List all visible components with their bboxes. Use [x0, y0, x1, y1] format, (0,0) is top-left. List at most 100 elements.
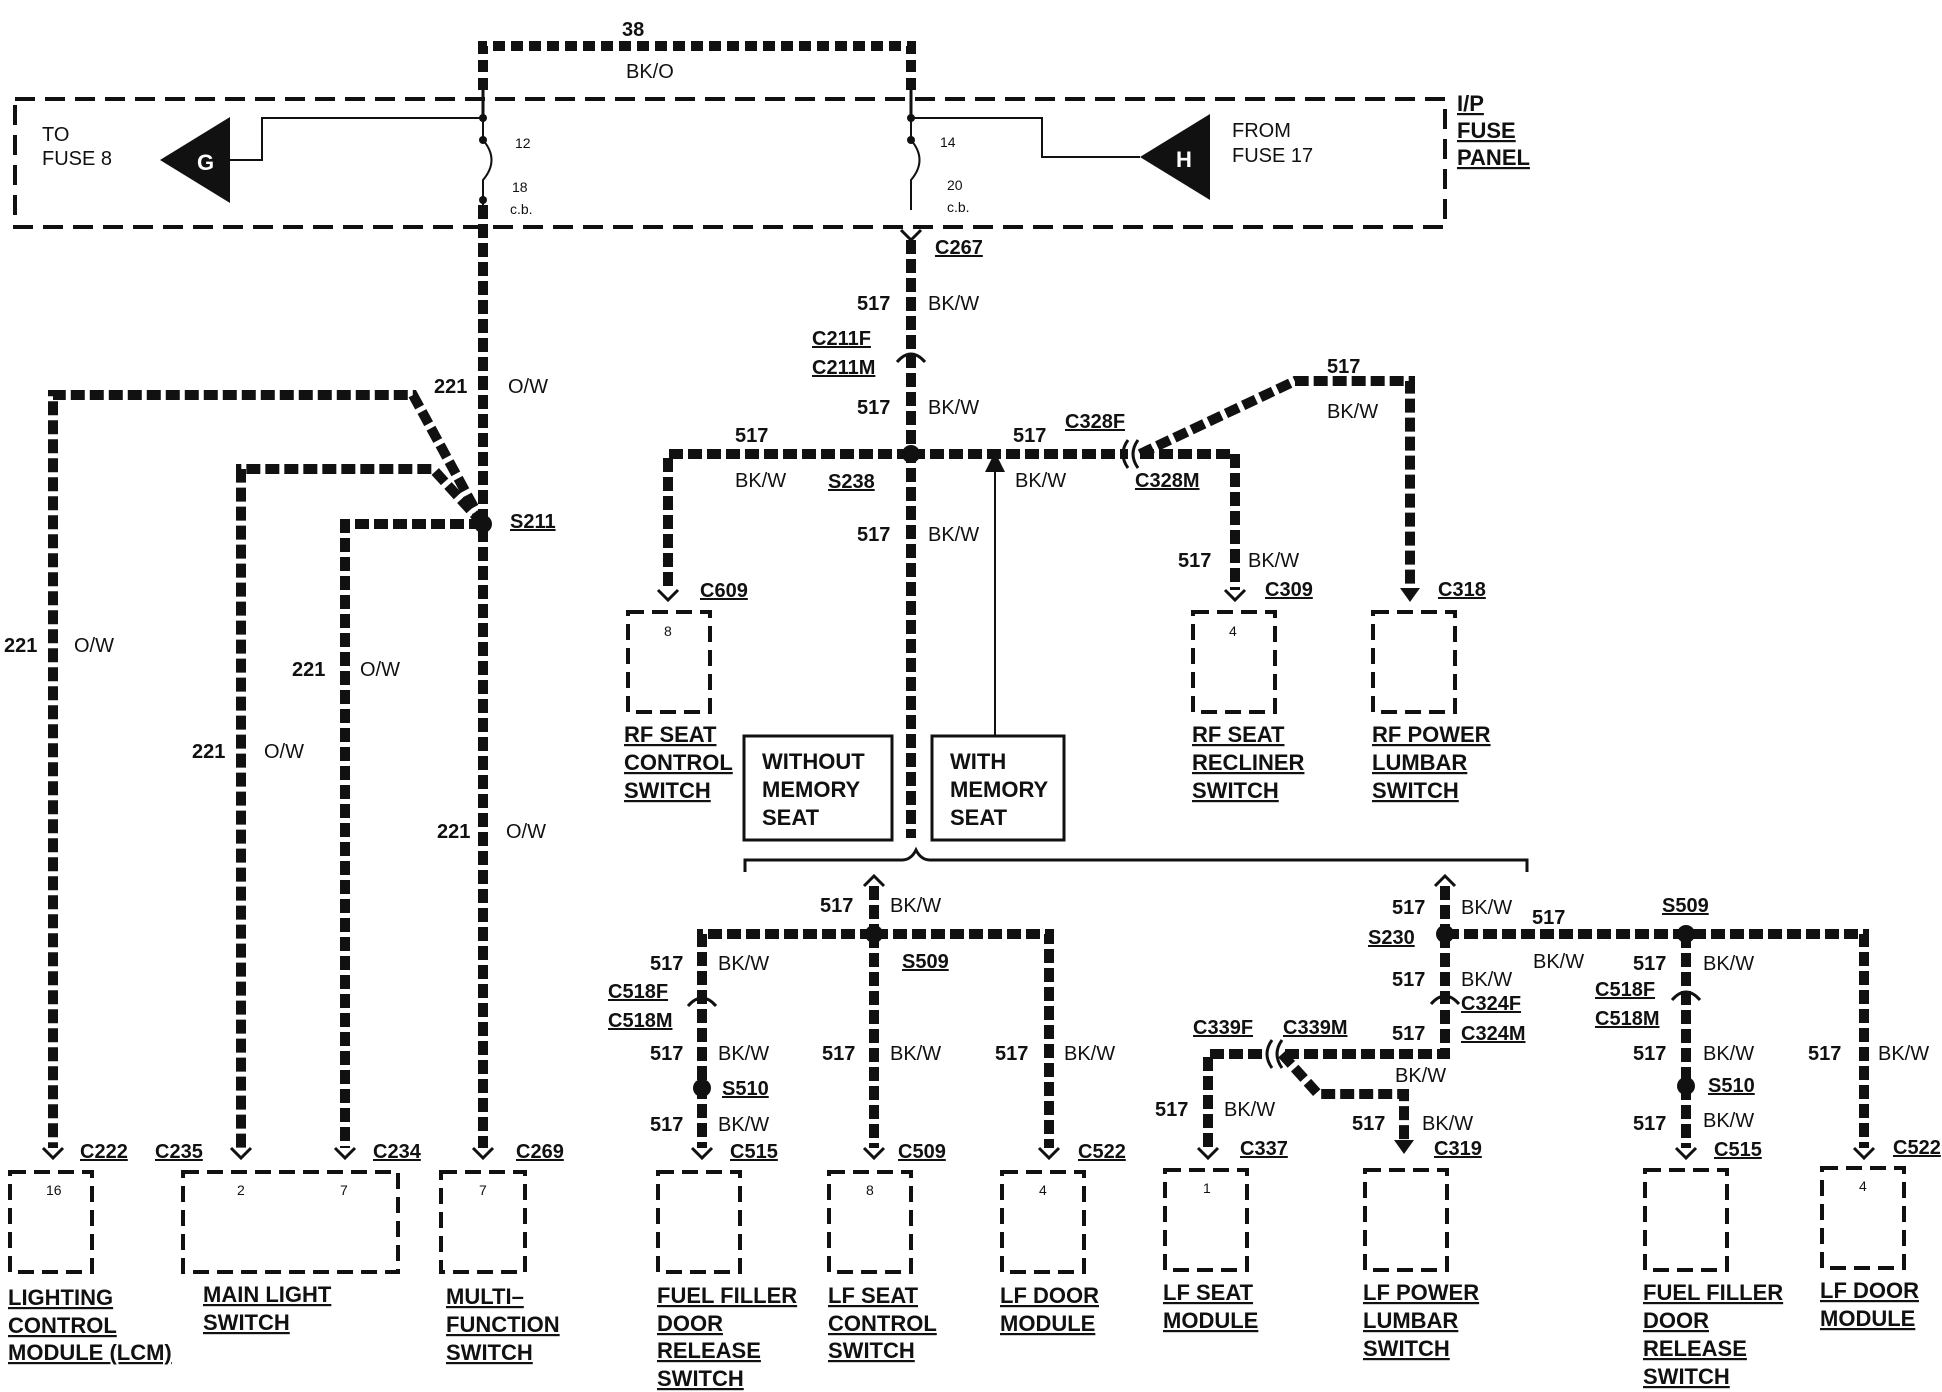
bl-lfc-caption-1: LF SEAT — [828, 1283, 919, 1308]
connector-bl-c518-icon — [686, 996, 718, 1008]
connector-g-tag: G — [197, 150, 214, 175]
wire-br-to-c339 — [1282, 1010, 1450, 1059]
bl-lfc-caption-3: SWITCH — [828, 1338, 915, 1363]
circuit-breaker-right-icon — [910, 118, 921, 210]
rf-lum-caption-3: SWITCH — [1372, 778, 1459, 803]
wire-left-color: BK/W — [735, 470, 786, 492]
pin-mf: 7 — [479, 1182, 487, 1198]
br-ff3-num: 517 — [1633, 1113, 1666, 1135]
wire-221-main-light-a — [236, 464, 487, 1148]
wire-main-num: 221 — [434, 376, 467, 398]
rf-lum-caption-1: RF POWER — [1372, 722, 1491, 747]
wire-br-c337 — [1203, 1049, 1262, 1148]
splice-s238-label: S238 — [828, 471, 875, 493]
connector-br-c339-icon — [1265, 1039, 1284, 1069]
pin-ml-1: 2 — [237, 1182, 245, 1198]
wire-38-num: 38 — [622, 19, 644, 41]
arrow-c309-icon — [1223, 588, 1247, 603]
br-c319-label: C319 — [1434, 1138, 1482, 1160]
wire-b-color: O/W — [360, 659, 400, 681]
wire-rec-color: BK/W — [1248, 550, 1299, 572]
bl-r-color: BK/W — [1064, 1043, 1115, 1065]
without-memory-3: SEAT — [762, 805, 820, 830]
br-top-num: 517 — [1392, 897, 1425, 919]
arrow-br-c319-icon — [1394, 1140, 1414, 1154]
splice-bl-s510 — [693, 1079, 711, 1097]
wire-rec-num: 517 — [1178, 550, 1211, 572]
from-fuse-label-1: FROM — [1232, 120, 1291, 142]
without-memory-box — [742, 734, 894, 842]
rf-ctrl-caption-2: CONTROL — [624, 750, 733, 775]
bl-c518m-label: C518M — [608, 1010, 672, 1032]
cb-left: c.b. — [510, 201, 533, 217]
conn-c235-label: C235 — [155, 1141, 203, 1163]
br-337-color: BK/W — [1224, 1099, 1275, 1121]
splice-br-s510 — [1677, 1077, 1695, 1095]
br-lfl-caption-1: LF POWER — [1363, 1280, 1479, 1305]
wire-right-num: 517 — [1013, 425, 1046, 447]
br-c339f-label: C339F — [1193, 1017, 1253, 1039]
fuse-panel: I/P FUSE PANEL G TO FUSE 8 H FROM FUSE 1… — [13, 91, 1530, 229]
bl-l2-num: 517 — [650, 1043, 683, 1065]
br-lfd-box — [1820, 1166, 1906, 1270]
left-section: S211 221 O/W 221 O/W 221 O/W 221 O/W 221… — [4, 205, 564, 1365]
wire-d-num: 221 — [437, 821, 470, 843]
br-lfs-caption-1: LF SEAT — [1163, 1280, 1254, 1305]
br-ff-color: BK/W — [1703, 953, 1754, 975]
connector-br-c324-icon — [1429, 994, 1461, 1006]
connector-c328-icon — [1121, 439, 1140, 469]
br-ff-num: 517 — [1633, 953, 1666, 975]
arrow-bl-c515-icon — [690, 1146, 714, 1161]
wire-38-bko — [478, 41, 916, 90]
wire-bl-right — [874, 929, 1054, 1148]
wire-c-num: 221 — [192, 741, 225, 763]
multifunction-caption-2: FUNCTION — [446, 1312, 560, 1337]
br-d-color: BK/W — [1461, 969, 1512, 991]
multifunction-box — [439, 1170, 527, 1274]
arrow-c267-icon — [899, 228, 923, 243]
arrow-bl-c522-icon — [1037, 1146, 1061, 1161]
bl-l3-num: 517 — [650, 1114, 683, 1136]
rf-recliner-box — [1191, 610, 1277, 714]
wire-lum-color: BK/W — [1327, 401, 1378, 423]
connector-br-top-icon — [1433, 873, 1457, 888]
cb-right: c.b. — [947, 199, 970, 215]
bl-m-color: BK/W — [890, 1043, 941, 1065]
fuse-panel-title-2: FUSE — [1457, 118, 1516, 143]
bl-l2-color: BK/W — [718, 1043, 769, 1065]
wire-br-c319 — [1278, 1050, 1409, 1140]
wire-down-color: BK/W — [928, 524, 979, 546]
bl-c509-label: C509 — [898, 1141, 946, 1163]
bottom-left-section: 517 BK/W S509 517 BK/W C518F C518M 517 B… — [608, 873, 1126, 1391]
fuse-panel-title-3: PANEL — [1457, 145, 1530, 170]
bl-lfc-caption-2: CONTROL — [828, 1311, 937, 1336]
pin-c309: 4 — [1229, 623, 1237, 639]
bottom-right-section: 517 BK/W S230 517 BK/W S509 517 BK/W C51… — [1155, 873, 1941, 1389]
bl-pin-c522: 4 — [1039, 1182, 1047, 1198]
arrow-c609-icon — [656, 588, 680, 603]
multifunction-caption-3: SWITCH — [446, 1340, 533, 1365]
from-fuse-label-2: FUSE 17 — [1232, 145, 1313, 167]
connector-g-icon — [160, 117, 230, 203]
arrow-c234-icon — [333, 1146, 357, 1161]
br-s510-label: S510 — [1708, 1075, 1755, 1097]
wire-left-num: 517 — [735, 425, 768, 447]
pin-c609: 8 — [664, 623, 672, 639]
conn-c267-label: C267 — [935, 237, 983, 259]
br-319-num: 517 — [1352, 1113, 1385, 1135]
multifunction-caption-1: MULTI– — [446, 1284, 524, 1309]
rf-rec-caption-3: SWITCH — [1192, 778, 1279, 803]
lcm-box — [8, 1170, 94, 1274]
connector-c211-icon — [895, 352, 927, 364]
br-c515-label: C515 — [1714, 1139, 1762, 1161]
br-lfs-box — [1163, 1168, 1249, 1272]
br-dr-color: BK/W — [1878, 1043, 1929, 1065]
conn-c269-label: C269 — [516, 1141, 564, 1163]
lcm-caption-1: LIGHTING — [8, 1285, 113, 1310]
to-fuse-label-1: TO — [42, 124, 69, 146]
br-c339m-label: C339M — [1283, 1017, 1347, 1039]
rf-rec-caption-2: RECLINER — [1192, 750, 1305, 775]
without-memory-1: WITHOUT — [762, 749, 865, 774]
pin-lcm: 16 — [46, 1182, 62, 1198]
br-top-color: BK/W — [1461, 897, 1512, 919]
